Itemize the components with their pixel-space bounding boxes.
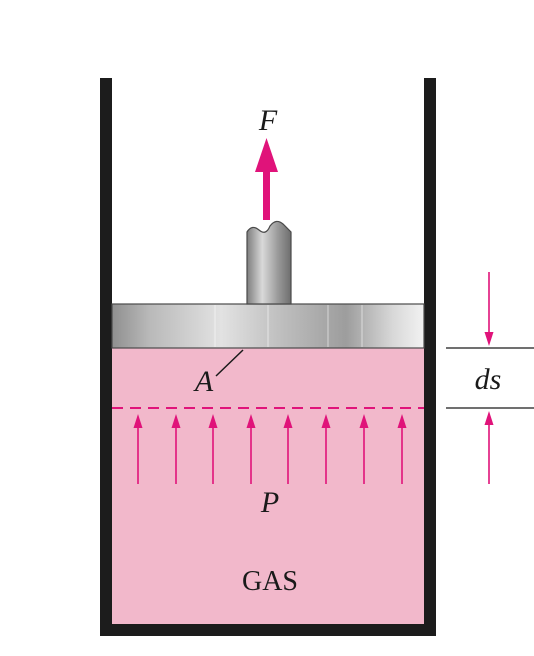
pressure-arrow bbox=[133, 414, 143, 484]
dimension-arrow-down bbox=[484, 332, 494, 346]
pressure-arrow bbox=[397, 414, 407, 484]
force-label: F bbox=[258, 104, 278, 137]
pressure-arrow bbox=[359, 414, 369, 484]
pressure-arrow bbox=[171, 414, 181, 484]
cylinder-right-wall bbox=[424, 78, 436, 636]
gas-label: GAS bbox=[242, 566, 298, 597]
pressure-arrow bbox=[283, 414, 293, 484]
pressure-arrow bbox=[321, 414, 331, 484]
piston-rod bbox=[246, 220, 292, 305]
piston-shading-lines bbox=[214, 305, 363, 347]
dimension-arrow-up bbox=[484, 411, 494, 425]
displacement-label: ds bbox=[475, 363, 502, 396]
cylinder-left-wall bbox=[100, 78, 112, 636]
cylinder-bottom bbox=[100, 624, 436, 636]
area-leader-line bbox=[215, 349, 244, 377]
force-arrow bbox=[255, 138, 278, 220]
gas-region bbox=[112, 348, 424, 624]
pressure-arrow bbox=[208, 414, 218, 484]
pressure-arrows bbox=[133, 414, 407, 484]
pressure-label: P bbox=[260, 486, 279, 519]
pressure-arrow bbox=[246, 414, 256, 484]
area-label: A bbox=[193, 365, 214, 398]
displacement-dimension bbox=[446, 272, 534, 484]
